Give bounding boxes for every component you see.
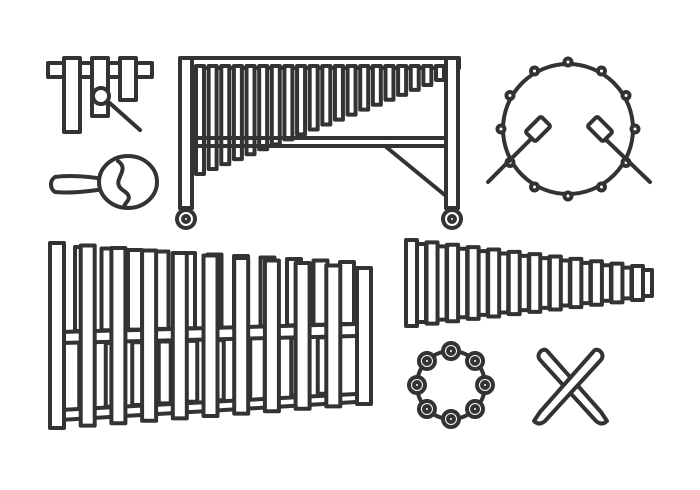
marimba-left-leg	[178, 56, 194, 210]
marimba-bar	[206, 64, 219, 172]
xylophone-front-bars	[48, 241, 373, 430]
glockenspiel-bar	[630, 264, 645, 302]
marimba-bar	[434, 64, 446, 82]
drum-lug	[562, 56, 574, 68]
glockenspiel-bar	[547, 254, 563, 312]
crossed-drumsticks-icon	[532, 347, 609, 426]
maraca-icon	[48, 154, 159, 210]
marimba-brace	[383, 144, 448, 198]
marimba-bar	[320, 64, 333, 127]
drumstick-tip	[586, 115, 614, 143]
drum-lug	[596, 181, 607, 193]
xylophone-bar	[232, 256, 251, 416]
marimba-bar	[358, 64, 371, 112]
glockenspiel-bar	[527, 252, 543, 314]
chime-tube	[118, 56, 138, 102]
snare-drum-icon	[486, 56, 652, 202]
drum-lug	[504, 90, 516, 101]
drum-lug	[529, 181, 540, 193]
drum-lug	[529, 65, 540, 77]
maraca-pattern	[116, 159, 131, 210]
tambourine-jingle-center	[446, 414, 456, 424]
xylophone-bar	[355, 266, 373, 406]
glockenspiel-bar	[568, 256, 584, 310]
marimba-bar	[244, 64, 257, 157]
drum-lug	[495, 123, 507, 135]
marimba-bar	[370, 64, 383, 107]
glockenspiel-bar	[506, 249, 522, 317]
xylophone-bar	[48, 241, 66, 430]
marimba-bar	[257, 64, 270, 152]
tambourine-jingles	[407, 341, 495, 429]
xylophone-bar	[293, 261, 312, 411]
marimba-bar	[295, 64, 308, 137]
marimba-bar	[219, 64, 232, 167]
tambourine-jingle-center	[446, 346, 456, 356]
glockenspiel-bar	[465, 245, 481, 321]
marimba-right-leg	[444, 56, 460, 210]
drumstick	[532, 347, 605, 426]
glockenspiel-bar	[424, 240, 440, 326]
chime-hammer-head	[91, 86, 111, 106]
xylophone-bar	[78, 243, 97, 428]
chimes-icon	[46, 56, 154, 134]
xylophone-lower-bar	[156, 339, 173, 406]
drum-head	[501, 62, 635, 196]
marimba-bar	[345, 64, 358, 117]
marimba-bars	[194, 64, 446, 176]
tambourine-jingle-center	[421, 404, 432, 415]
marimba-wheel-hub	[181, 214, 191, 224]
drum-lug	[620, 90, 632, 101]
marimba-bar	[282, 64, 295, 142]
marimba-icon	[175, 56, 463, 230]
marimba-bar	[383, 64, 396, 102]
marimba-bar	[332, 64, 345, 122]
tambourine-icon	[407, 341, 495, 429]
maraca-handle	[48, 174, 112, 195]
chime-hammer-handle	[102, 96, 142, 132]
tambourine-jingle-center	[412, 380, 422, 390]
chime-tube	[62, 56, 82, 134]
tambourine-jingle-center	[480, 380, 490, 390]
drumstick-tip	[524, 115, 552, 143]
glockenspiel-bars	[404, 238, 654, 328]
glockenspiel-bar	[486, 247, 502, 319]
drumstick	[486, 131, 539, 184]
tambourine-jingle-center	[421, 355, 432, 366]
tambourine-jingle-center	[470, 404, 481, 415]
glockenspiel-bar	[404, 238, 419, 328]
marimba-bar	[231, 64, 244, 162]
marimba-bar	[421, 64, 434, 87]
drum-lug	[629, 123, 641, 135]
xylophone-bar	[201, 253, 220, 418]
tambourine-jingle-center	[470, 355, 481, 366]
xylophone-bar	[324, 263, 343, 409]
drum-lug	[596, 65, 607, 77]
marimba-bar	[269, 64, 282, 147]
xylophone-icon	[48, 241, 373, 430]
marimba-bar	[396, 64, 409, 97]
xylophone-bar	[170, 251, 189, 421]
glockenspiel-bar	[445, 242, 461, 324]
xylophone-bar	[109, 246, 128, 426]
marimba-bar	[408, 64, 421, 92]
glockenspiel-icon	[404, 238, 654, 328]
glockenspiel-bar	[588, 259, 604, 307]
xylophone-back-bar	[126, 248, 144, 332]
drumstick	[597, 131, 652, 184]
marimba-bar	[307, 64, 320, 132]
marimba-wheel-hub	[447, 214, 457, 224]
drum-lug	[562, 190, 574, 202]
glockenspiel-bar	[609, 261, 625, 305]
marimba-bar	[194, 64, 206, 176]
xylophone-bar	[262, 258, 281, 414]
xylophone-bar	[140, 248, 159, 423]
